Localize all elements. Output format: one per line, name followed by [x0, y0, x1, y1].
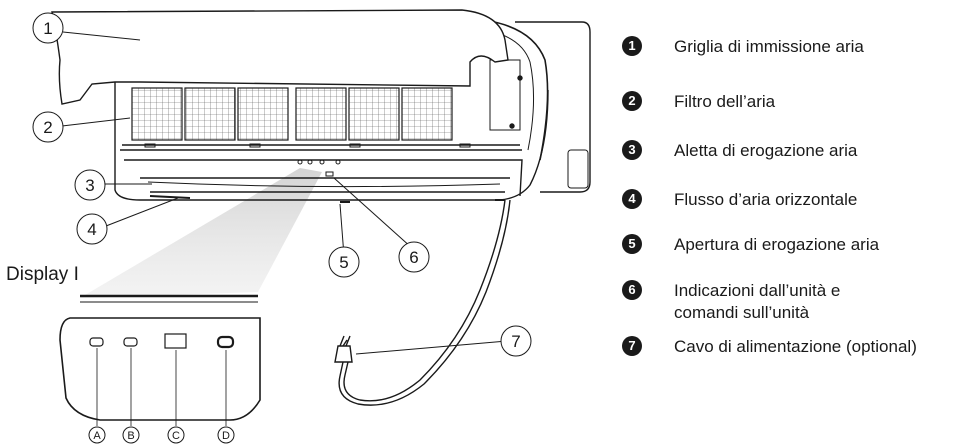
indicator-d-button	[216, 335, 235, 349]
indicator-b-label: B	[122, 426, 140, 444]
indoor-unit	[51, 9, 591, 201]
svg-text:B: B	[127, 430, 134, 442]
unit-display-panel	[297, 159, 341, 177]
callout-leaders	[61, 31, 508, 355]
legend-text: Indicazioni dall’unità e comandi sull’un…	[674, 281, 841, 322]
legend-text: Flusso d’aria orizzontale	[674, 190, 858, 209]
svg-text:2: 2	[43, 118, 52, 137]
indicator-a-label: A	[88, 426, 106, 444]
svg-text:C: C	[172, 430, 180, 442]
svg-text:3: 3	[85, 176, 94, 195]
display-zoom-beam	[80, 168, 322, 298]
callout-1: 1	[32, 12, 64, 44]
callout-7: 7	[500, 325, 532, 357]
legend-number-badge: 4	[622, 189, 642, 209]
legend-text: Aletta di erogazione aria	[674, 141, 858, 160]
legend-text: Filtro dell’aria	[674, 92, 776, 111]
legend-number-badge: 7	[622, 336, 642, 356]
legend-number-badge: 3	[622, 140, 642, 160]
svg-text:1: 1	[43, 19, 52, 38]
callout-4: 4	[76, 213, 108, 245]
legend-number-badge: 5	[622, 234, 642, 254]
power-cord	[334, 199, 511, 406]
svg-text:D: D	[222, 430, 230, 442]
air-filters	[131, 87, 453, 141]
svg-text:5: 5	[339, 253, 348, 272]
callout-3: 3	[74, 169, 106, 201]
svg-text:4: 4	[87, 220, 96, 239]
svg-text:7: 7	[511, 332, 520, 351]
callout-2: 2	[32, 111, 64, 143]
svg-text:A: A	[93, 430, 101, 442]
indicator-c-label: C	[167, 426, 185, 444]
legend-number-badge: 6	[622, 280, 642, 300]
callout-6: 6	[398, 241, 430, 273]
airflow-outlet	[149, 195, 505, 203]
indicator-c-window	[164, 333, 187, 349]
indicator-a-light	[89, 337, 104, 347]
legend-number-badge: 1	[622, 36, 642, 56]
indicator-d-label: D	[217, 426, 235, 444]
svg-text:6: 6	[409, 248, 418, 267]
legend-text: Griglia di immissione aria	[674, 37, 864, 56]
legend-text: Cavo di alimentazione (optional)	[674, 337, 917, 356]
indicator-b-light	[123, 337, 138, 347]
display-zoom	[59, 294, 261, 426]
legend-text: Apertura di erogazione aria	[674, 235, 880, 254]
callout-5: 5	[328, 246, 360, 278]
legend-number-badge: 2	[622, 91, 642, 111]
display-title: Display I	[6, 264, 79, 285]
